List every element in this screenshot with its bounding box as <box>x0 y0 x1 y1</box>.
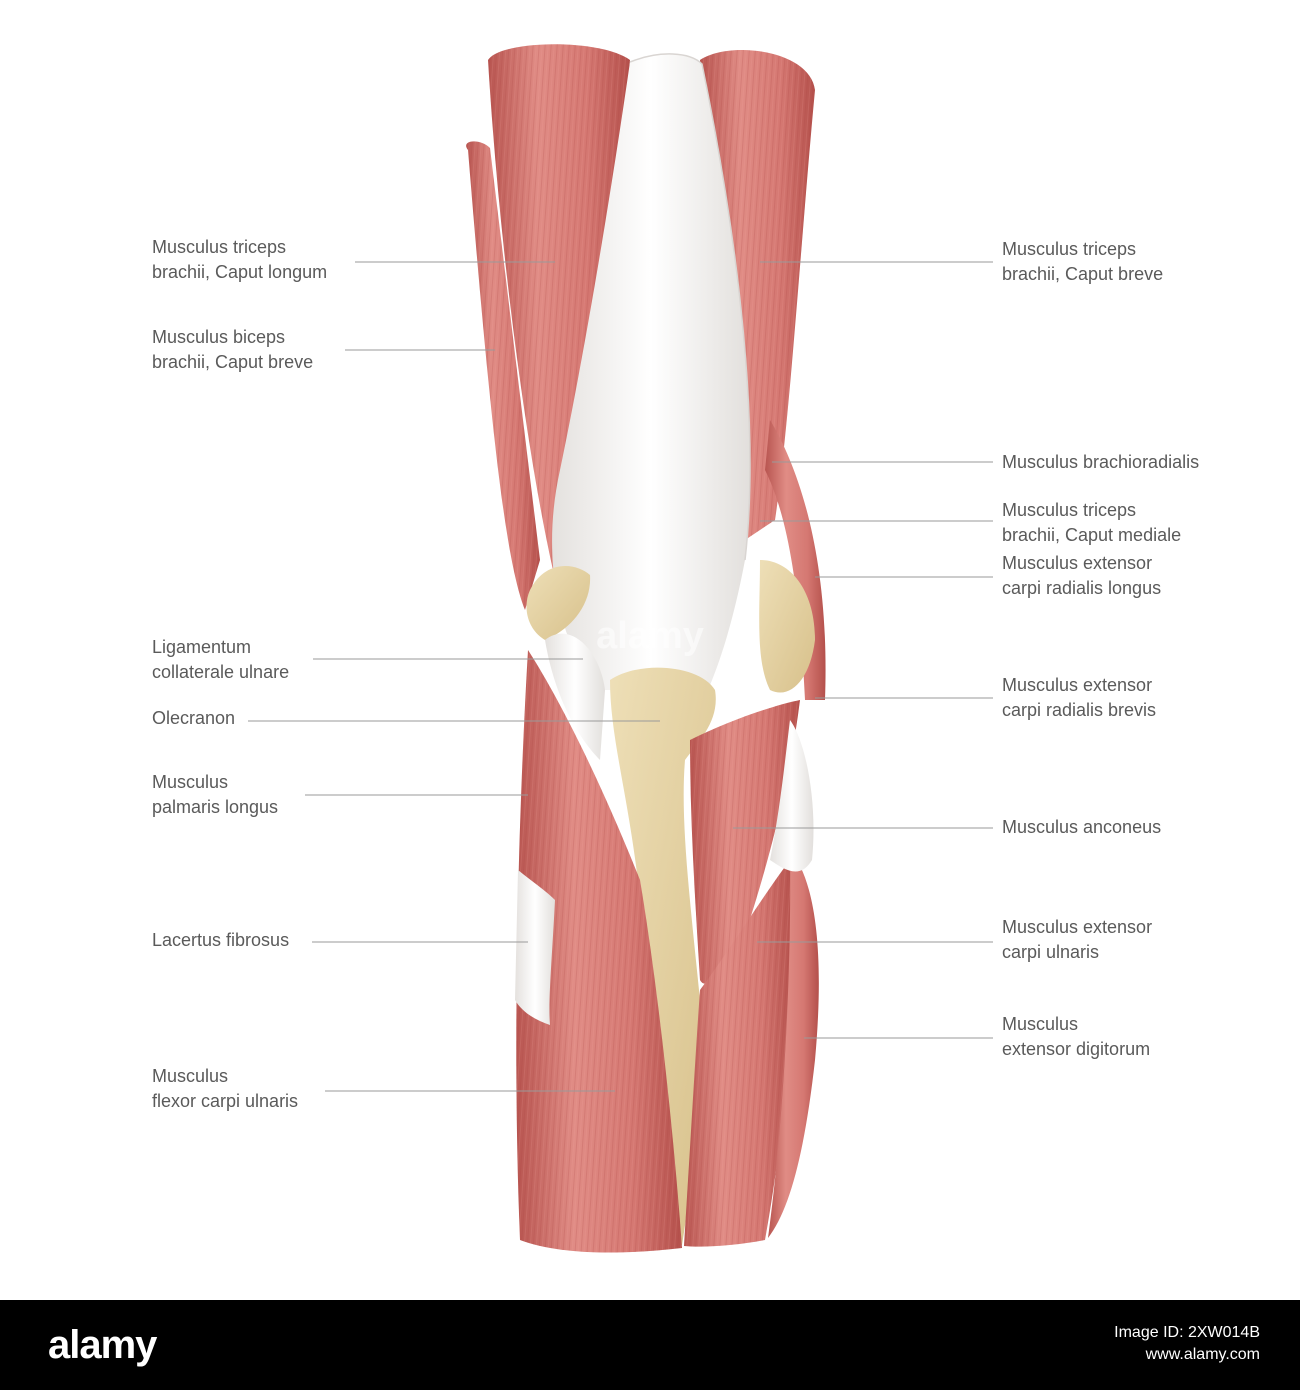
label-line: brachii, Caput breve <box>1002 264 1164 284</box>
label-line: Musculus extensor <box>1002 553 1153 573</box>
medial-epicondyle <box>526 565 591 640</box>
label-line: Musculus triceps <box>152 237 287 257</box>
stock-footer-bar: alamy Image ID: 2XW014B www.alamy.com <box>0 1300 1300 1390</box>
label-line: carpi radialis longus <box>1002 578 1162 598</box>
stock-info: Image ID: 2XW014B www.alamy.com <box>1114 1322 1260 1366</box>
label-lacertus: Lacertus fibrosus <box>152 928 289 953</box>
label-line: Ligamentum <box>152 637 252 657</box>
site-url: www.alamy.com <box>1145 1346 1260 1363</box>
image-id: Image ID: 2XW014B <box>1114 1324 1260 1341</box>
upper-arm-muscles <box>466 44 826 700</box>
label-palmaris: Musculus palmaris longus <box>152 770 278 820</box>
label-line: Musculus extensor <box>1002 917 1153 937</box>
label-line: palmaris longus <box>152 797 279 817</box>
label-ligamentum: Ligamentum collaterale ulnare <box>152 635 289 685</box>
label-line: brachii, Caput longum <box>152 262 328 282</box>
label-line: carpi ulnaris <box>1002 942 1100 962</box>
label-line: Musculus <box>152 1066 229 1086</box>
label-line: Musculus <box>1002 1014 1079 1034</box>
label-line: Musculus brachioradialis <box>1002 452 1200 472</box>
label-line: Lacertus fibrosus <box>152 930 290 950</box>
label-fcu: Musculus flexor carpi ulnaris <box>152 1064 298 1114</box>
label-line: Musculus biceps <box>152 327 286 347</box>
ecr-tendon <box>770 720 814 872</box>
label-line: Olecranon <box>152 708 236 728</box>
label-line: collaterale ulnare <box>152 662 290 682</box>
label-ecr-longus: Musculus extensor carpi radialis longus <box>1002 551 1161 601</box>
label-line: Musculus <box>152 772 229 792</box>
extensor-digitorum-muscle <box>768 850 819 1238</box>
label-line: carpi radialis brevis <box>1002 700 1157 720</box>
forearm-muscles <box>515 650 819 1253</box>
triceps-tendon <box>552 53 751 690</box>
watermark: alamy <box>596 615 704 657</box>
label-line: Musculus triceps <box>1002 500 1137 520</box>
label-line: brachii, Caput mediale <box>1002 525 1182 545</box>
label-ecr-brevis: Musculus extensor carpi radialis brevis <box>1002 673 1156 723</box>
ligament-collateral-ulnar <box>545 633 605 760</box>
label-line: flexor carpi ulnaris <box>152 1091 299 1111</box>
label-triceps-mediale: Musculus triceps brachii, Caput mediale <box>1002 498 1181 548</box>
label-triceps-longum: Musculus triceps brachii, Caput longum <box>152 235 327 285</box>
label-line: extensor digitorum <box>1002 1039 1151 1059</box>
label-line: Musculus triceps <box>1002 239 1137 259</box>
label-line: brachii, Caput breve <box>152 352 314 372</box>
anatomy-diagram: alamy Musculus triceps brachii, Caput lo… <box>152 44 1200 1253</box>
label-biceps-breve: Musculus biceps brachii, Caput breve <box>152 325 313 375</box>
label-ecu: Musculus extensor carpi ulnaris <box>1002 915 1152 965</box>
leader-lines <box>248 261 993 1092</box>
logo-text: alamy <box>48 1322 157 1367</box>
elbow-bones <box>526 560 815 1245</box>
olecranon-bone <box>610 667 716 1245</box>
alamy-logo: alamy <box>48 1320 157 1370</box>
label-ext-digitorum: Musculus extensor digitorum <box>1002 1012 1150 1062</box>
label-anconeus: Musculus anconeus <box>1002 815 1161 840</box>
lacertus-fibrosus <box>515 870 555 1025</box>
label-triceps-breve: Musculus triceps brachii, Caput breve <box>1002 237 1163 287</box>
lateral-epicondyle <box>759 560 815 693</box>
label-line: Musculus extensor <box>1002 675 1153 695</box>
elbow-illustration: alamy <box>248 44 993 1253</box>
label-line: Musculus anconeus <box>1002 817 1162 837</box>
label-olecranon: Olecranon <box>152 706 235 731</box>
label-brachioradialis: Musculus brachioradialis <box>1002 450 1199 475</box>
